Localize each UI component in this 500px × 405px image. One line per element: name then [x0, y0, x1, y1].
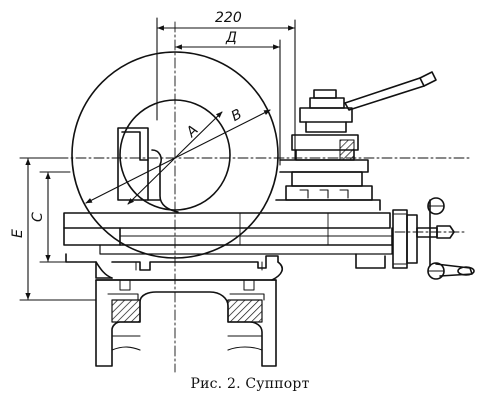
dim-label-a: A [183, 122, 202, 141]
radius-leaders [85, 109, 271, 205]
handwheel-shaft[interactable] [416, 197, 475, 280]
figure-caption: Рис. 2. Суппорт [190, 376, 310, 392]
dim-label-220: 220 [215, 10, 242, 26]
dimension-d [175, 39, 281, 166]
tool-post-handle[interactable] [344, 71, 437, 111]
dim-label-d: Д [225, 30, 237, 46]
saddle [65, 253, 386, 281]
dim-label-c: C [30, 212, 46, 222]
carriage-body [63, 212, 393, 255]
dimension-220 [156, 17, 296, 161]
dim-label-b: B [229, 106, 245, 125]
lathe-bed [95, 279, 277, 367]
apron-feed-box [392, 209, 418, 269]
dimension-e [19, 157, 97, 301]
cross-slide [275, 159, 381, 211]
dimension-c [39, 171, 71, 263]
tool-post [291, 89, 359, 161]
spindle-housing [117, 127, 179, 213]
dim-label-e: E [10, 229, 26, 238]
